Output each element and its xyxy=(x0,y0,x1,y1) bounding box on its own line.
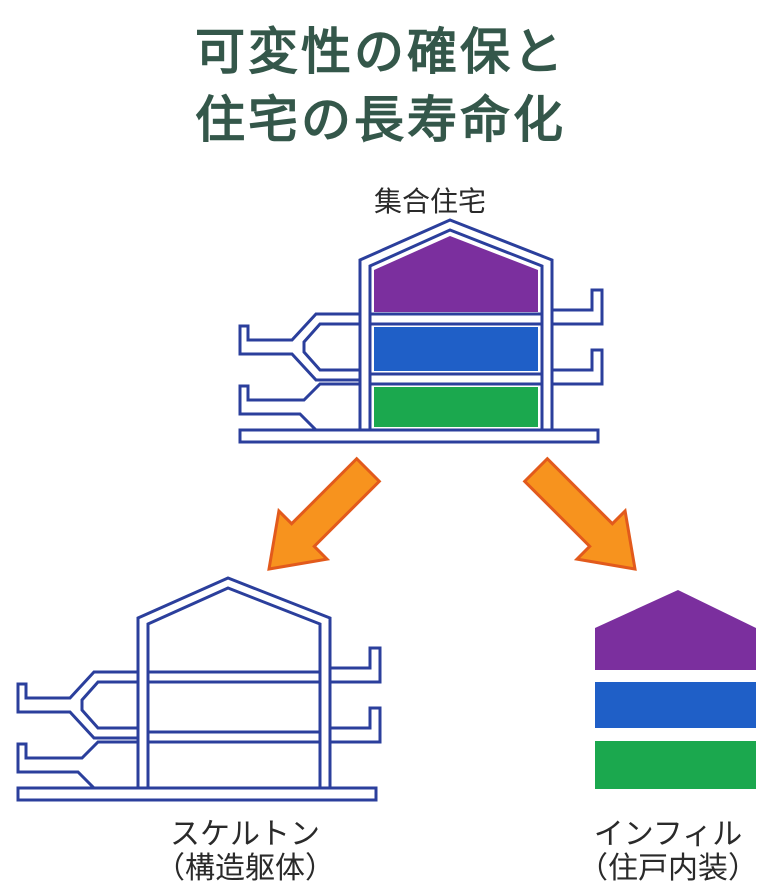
arrow-to-infill xyxy=(522,456,637,571)
infill-roof-unit xyxy=(595,590,756,670)
apartment-building xyxy=(238,218,604,444)
infill-bottom-unit xyxy=(595,741,756,789)
apartment-label: 集合住宅 xyxy=(373,185,486,218)
title-line-1: 可変性の確保と xyxy=(195,23,566,81)
infill-label: インフィル （住戸内装） xyxy=(575,818,761,886)
middle-unit xyxy=(374,327,538,371)
infill-middle-unit xyxy=(595,682,756,728)
infill-label-line-2: （住戸内装） xyxy=(578,851,758,886)
title-line-2: 住宅の長寿命化 xyxy=(195,91,566,149)
skeleton-label-line-2: （構造躯体） xyxy=(155,851,335,886)
infill-units xyxy=(595,590,756,789)
bottom-unit xyxy=(374,387,538,427)
skeleton-label-line-1: スケルトン xyxy=(170,817,320,852)
infill-label-line-1: インフィル xyxy=(593,817,743,852)
roof-unit xyxy=(374,236,538,312)
arrow-to-skeleton xyxy=(267,456,382,571)
skeleton-building xyxy=(16,576,382,802)
skeleton-label: スケルトン （構造躯体） xyxy=(130,818,360,886)
